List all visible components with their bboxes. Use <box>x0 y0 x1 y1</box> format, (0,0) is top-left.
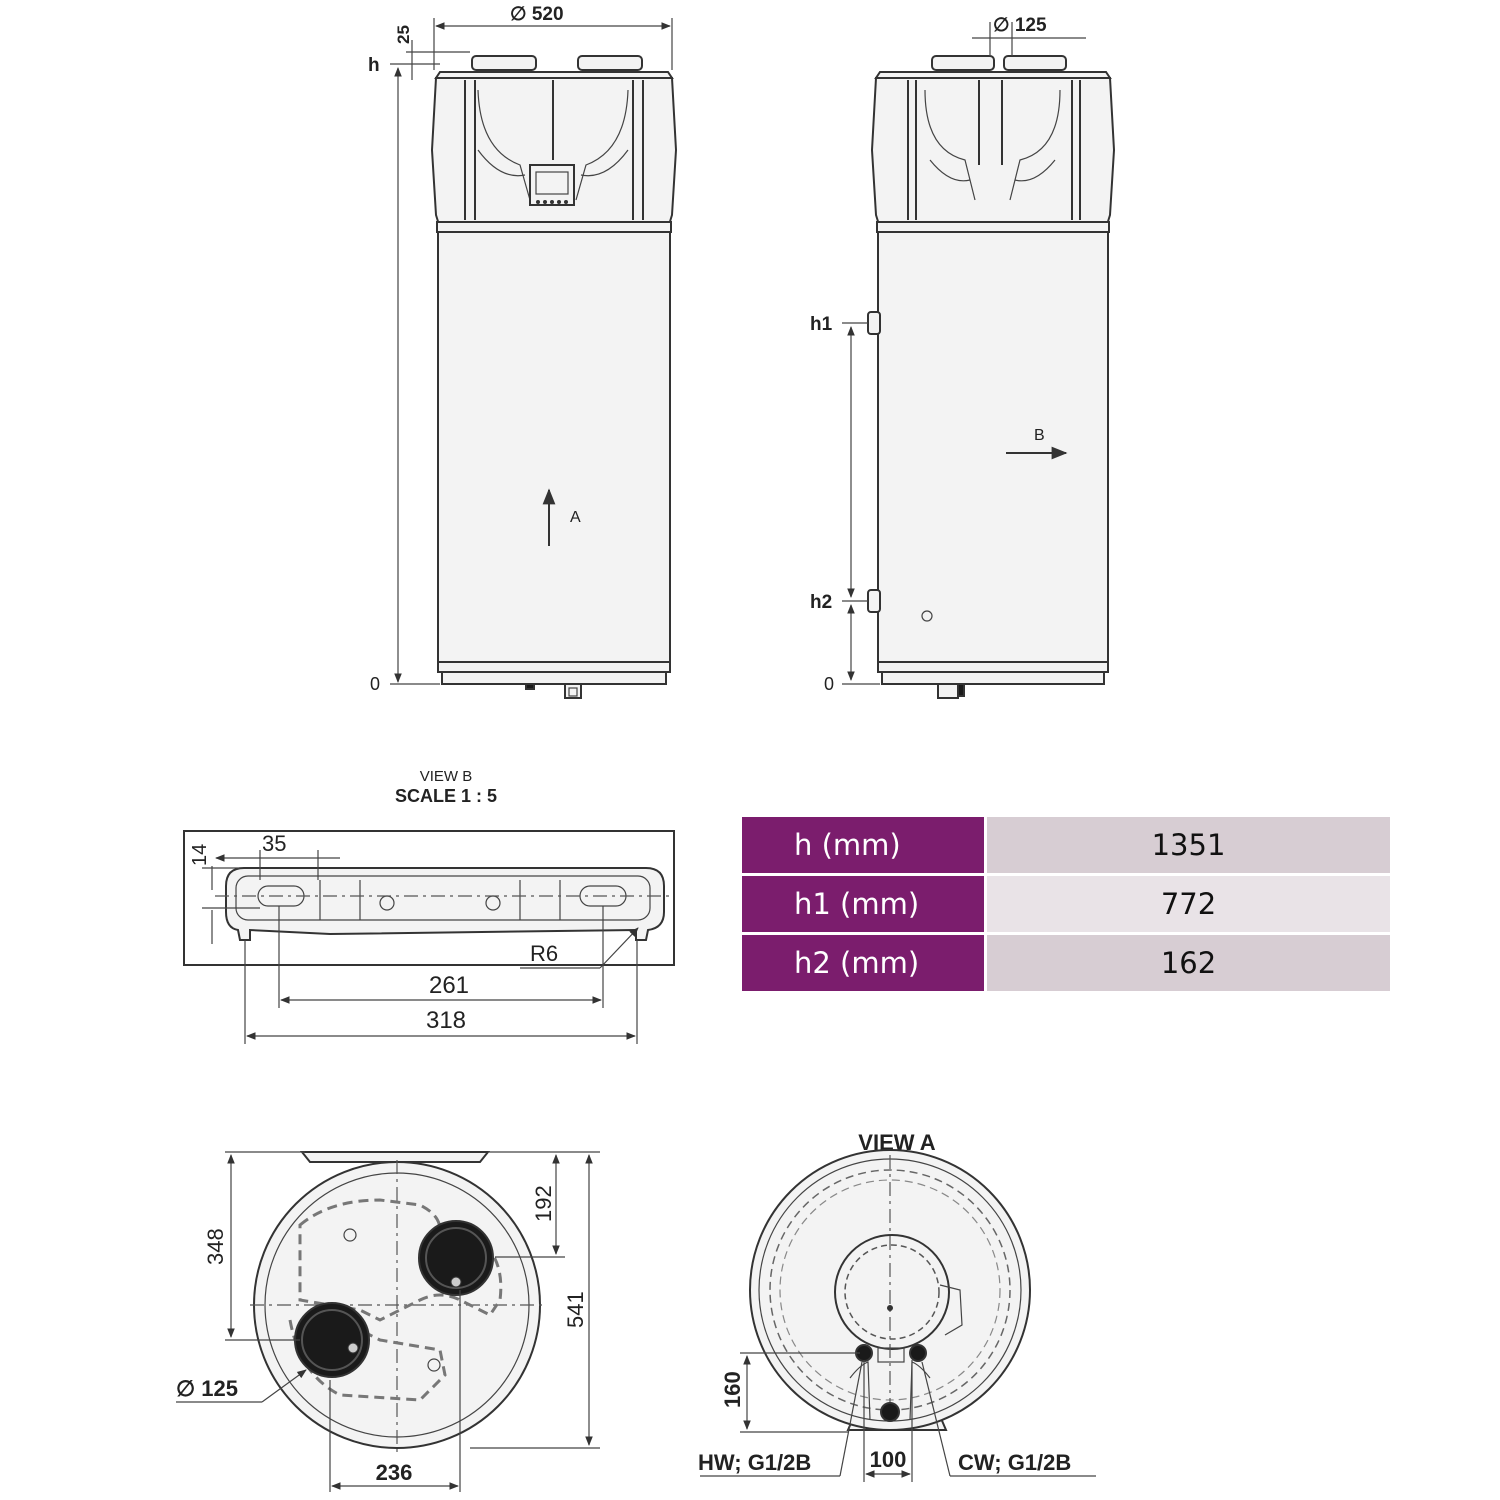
view-a: VIEW A 160 100 HW; G1/2B CW; G1/2B <box>698 1130 1096 1482</box>
view-a-dim-160: 160 <box>720 1371 745 1408</box>
table-row: h (mm) 1351 <box>742 817 1390 876</box>
table-row: h1 (mm) 772 <box>742 874 1390 935</box>
top-dim-236: 236 <box>376 1460 413 1485</box>
table-value: 772 <box>985 874 1390 935</box>
view-b-title: VIEW B <box>420 768 473 785</box>
table-row: h2 (mm) 162 <box>742 933 1390 994</box>
front-label-h: h <box>368 55 380 76</box>
top-dim-diameter: ∅ 125 <box>176 1376 238 1401</box>
front-arrow-label: A <box>570 509 581 526</box>
view-b: VIEW B SCALE 1 : 5 14 35 R6 261 <box>183 768 675 1044</box>
view-b-dim-35: 35 <box>262 831 286 856</box>
view-a-hw-label: HW; G1/2B <box>698 1450 811 1475</box>
front-label-zero: 0 <box>370 674 380 694</box>
top-dim-192: 192 <box>531 1185 556 1222</box>
table-value: 162 <box>985 933 1390 994</box>
view-a-dim-100: 100 <box>870 1447 907 1472</box>
top-dim-348: 348 <box>203 1228 228 1265</box>
top-dim-541: 541 <box>563 1291 588 1328</box>
side-view: B ∅ 125 h1 h2 0 <box>810 15 1116 699</box>
view-b-dim-261: 261 <box>429 972 469 999</box>
table-value: 1351 <box>985 817 1390 876</box>
front-view: A ∅ 520 h 25 0 <box>368 4 678 699</box>
front-dim-top: 25 <box>394 25 413 44</box>
view-b-dim-14: 14 <box>189 844 211 866</box>
table-key: h (mm) <box>742 817 987 876</box>
dimension-table: h (mm) 1351 h1 (mm) 772 h2 (mm) 162 <box>742 817 1390 994</box>
side-arrow-label: B <box>1034 427 1045 444</box>
view-b-scale: SCALE 1 : 5 <box>395 786 497 806</box>
table-key: h1 (mm) <box>742 874 987 935</box>
top-view: 348 192 541 ∅ 125 236 <box>176 1151 600 1492</box>
side-label-zero: 0 <box>824 674 834 694</box>
side-label-h2: h2 <box>810 592 832 613</box>
side-diameter-dim: ∅ 125 <box>993 15 1047 36</box>
view-a-cw-label: CW; G1/2B <box>958 1450 1071 1475</box>
view-b-dim-318: 318 <box>426 1007 466 1034</box>
view-b-dim-r6: R6 <box>530 941 558 966</box>
side-label-h1: h1 <box>810 314 833 335</box>
front-diameter-dim: ∅ 520 <box>510 4 564 25</box>
table-key: h2 (mm) <box>742 933 987 994</box>
